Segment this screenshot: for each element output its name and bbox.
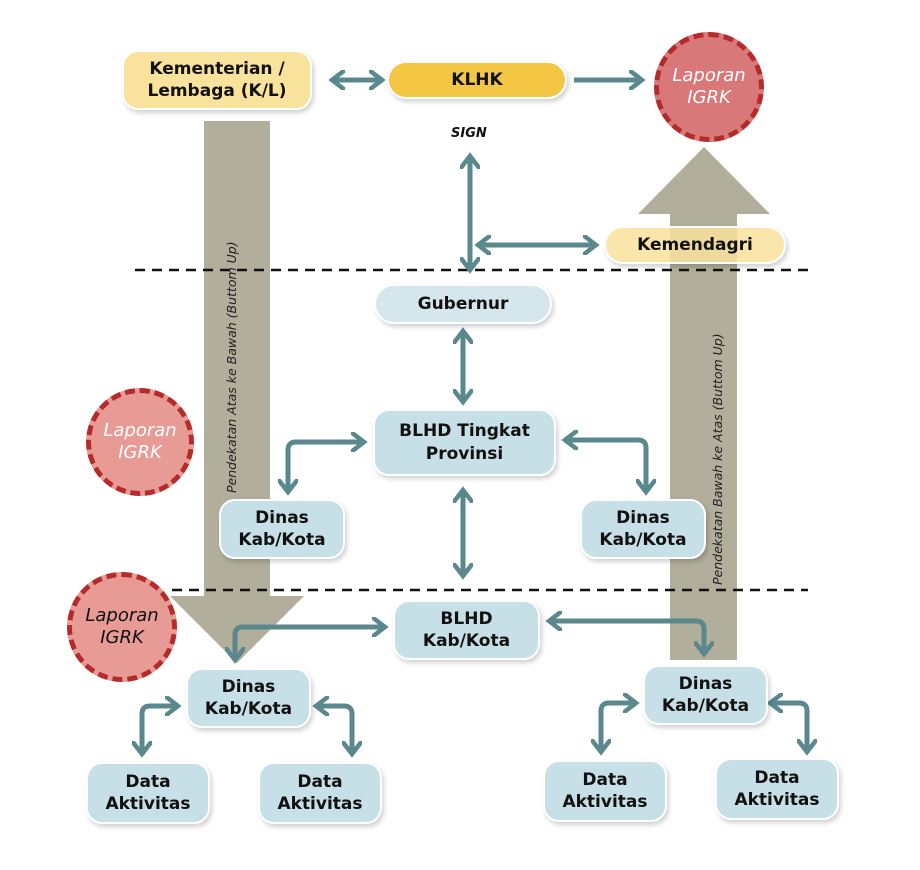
node-dinas-kab-right: Dinas Kab/Kota — [643, 665, 768, 725]
node-dinas-provinsi-right: Dinas Kab/Kota — [580, 499, 706, 559]
arrow-blhd-dinas-left — [288, 442, 362, 490]
arrow-dinas-data-3 — [601, 703, 634, 750]
top-down-big-arrow — [170, 121, 304, 663]
report-circle-district: Laporan IGRK — [67, 572, 177, 682]
bottom-up-big-arrow — [638, 147, 770, 660]
node-blhd-kab-kota: BLHD Kab/Kota — [393, 600, 540, 660]
arrow-dinas-data-4 — [772, 703, 807, 750]
node-dinas-kab-left: Dinas Kab/Kota — [186, 668, 311, 728]
report-circle-national: Laporan IGRK — [654, 32, 764, 142]
report-circle-province: Laporan IGRK — [86, 388, 194, 496]
node-data-aktivitas-3: Data Aktivitas — [543, 760, 667, 822]
node-klhk: KLHK — [387, 61, 567, 99]
arrow-kab-dinas-left — [235, 627, 383, 658]
node-data-aktivitas-2: Data Aktivitas — [258, 762, 382, 824]
node-data-aktivitas-4: Data Aktivitas — [715, 758, 839, 820]
node-kemendagri: Kemendagri — [604, 226, 786, 264]
arrow-kab-dinas-right — [551, 621, 704, 652]
arrow-dinas-data-2 — [318, 706, 352, 752]
node-gubernur: Gubernur — [374, 284, 552, 324]
top-down-approach-label: Pendekatan Atas ke Bawah (Buttom Up) — [224, 241, 239, 493]
node-kementerian-lembaga: Kementerian / Lembaga (K/L) — [122, 50, 312, 110]
node-dinas-provinsi-left: Dinas Kab/Kota — [219, 499, 345, 559]
arrow-dinas-data-1 — [142, 706, 176, 752]
node-data-aktivitas-1: Data Aktivitas — [86, 762, 210, 824]
sign-label: SIGN — [451, 126, 487, 141]
node-blhd-provinsi: BLHD Tingkat Provinsi — [373, 409, 556, 476]
bottom-up-approach-label: Pendekatan Bawah ke Atas (Buttom Up) — [710, 333, 725, 585]
arrow-blhd-dinas-right — [567, 440, 646, 490]
